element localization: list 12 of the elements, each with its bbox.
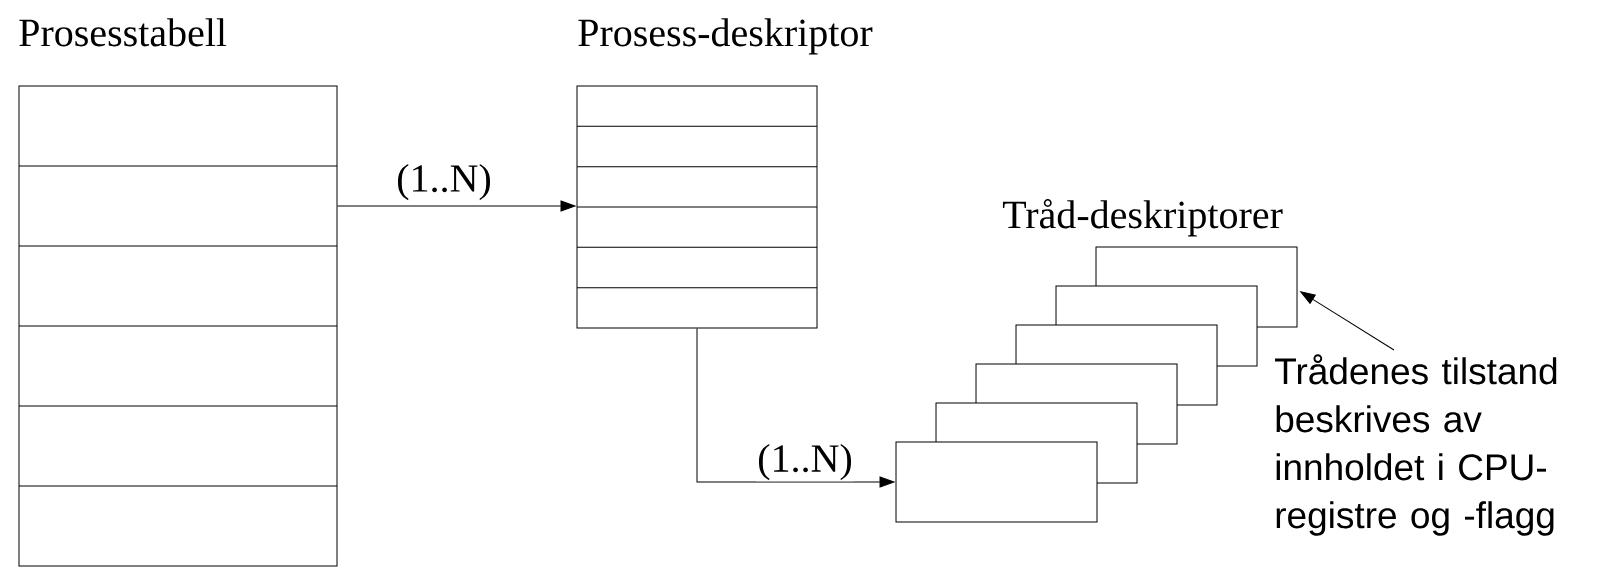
arrow: [1300, 291, 1395, 351]
node-label: Tråd-deskriptorer: [1002, 199, 1283, 237]
node-label: Prosess-deskriptor: [578, 18, 873, 55]
descriptor-box: [895, 441, 1098, 523]
table: Prosesstabell: [18, 18, 338, 567]
arrow: [696, 328, 895, 488]
edge-label: (1..N): [756, 442, 854, 482]
table: Prosess-deskriptor: [576, 18, 873, 329]
node-label: Prosesstabell: [19, 18, 227, 47]
arrow: [337, 200, 576, 212]
note-text: Trådenes tilstand beskrives av innholdet i CPU-registre og -flagg: [1275, 354, 1557, 536]
edge-label: (1..N): [395, 162, 493, 202]
